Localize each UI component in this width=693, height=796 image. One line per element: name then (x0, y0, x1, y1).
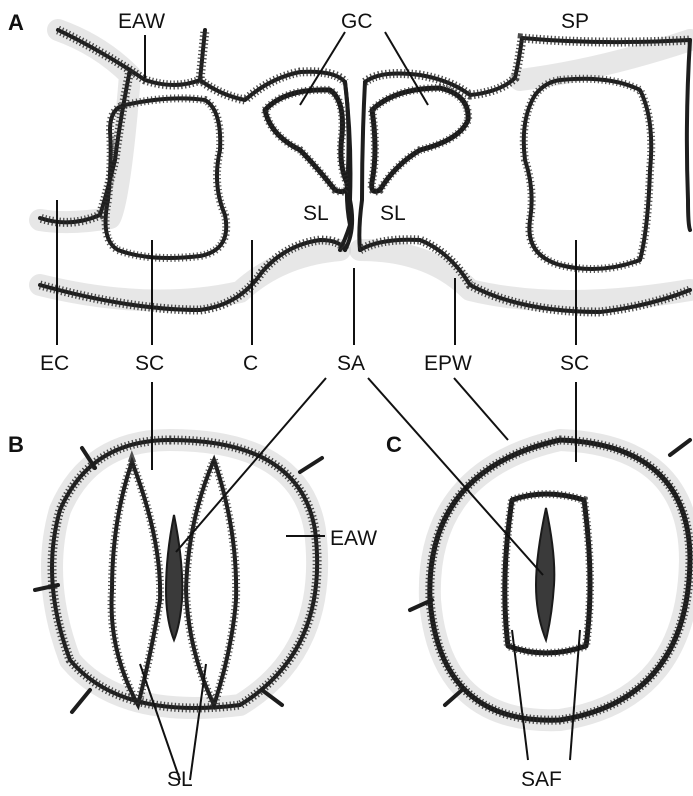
label-sl-bottom: SL (167, 768, 193, 791)
panel-b-face-view (35, 378, 326, 780)
label-sl-left: SL (303, 202, 329, 225)
subsidiary-cell-right (524, 79, 652, 269)
label-eaw-top: EAW (118, 10, 165, 33)
stomatal-aperture-c (536, 508, 554, 640)
panel-c-face-view (368, 378, 690, 760)
label-c: C (243, 352, 258, 375)
label-sl-right: SL (380, 202, 406, 225)
label-eaw-b: EAW (330, 527, 377, 550)
panel-label-a: A (8, 10, 24, 35)
label-sc-right: SC (560, 352, 589, 375)
panel-label-c: C (386, 432, 402, 457)
guard-cell-left (265, 90, 348, 192)
panel-label-b: B (8, 432, 24, 457)
label-epw: EPW (424, 352, 472, 375)
label-sc-left: SC (135, 352, 164, 375)
stomatal-aperture-b (166, 515, 182, 640)
label-sp: SP (561, 10, 589, 33)
label-ec: EC (40, 352, 69, 375)
label-saf: SAF (521, 768, 562, 791)
label-gc: GC (341, 10, 373, 33)
panel-a-cross-section (40, 30, 690, 345)
label-sa: SA (337, 352, 365, 375)
